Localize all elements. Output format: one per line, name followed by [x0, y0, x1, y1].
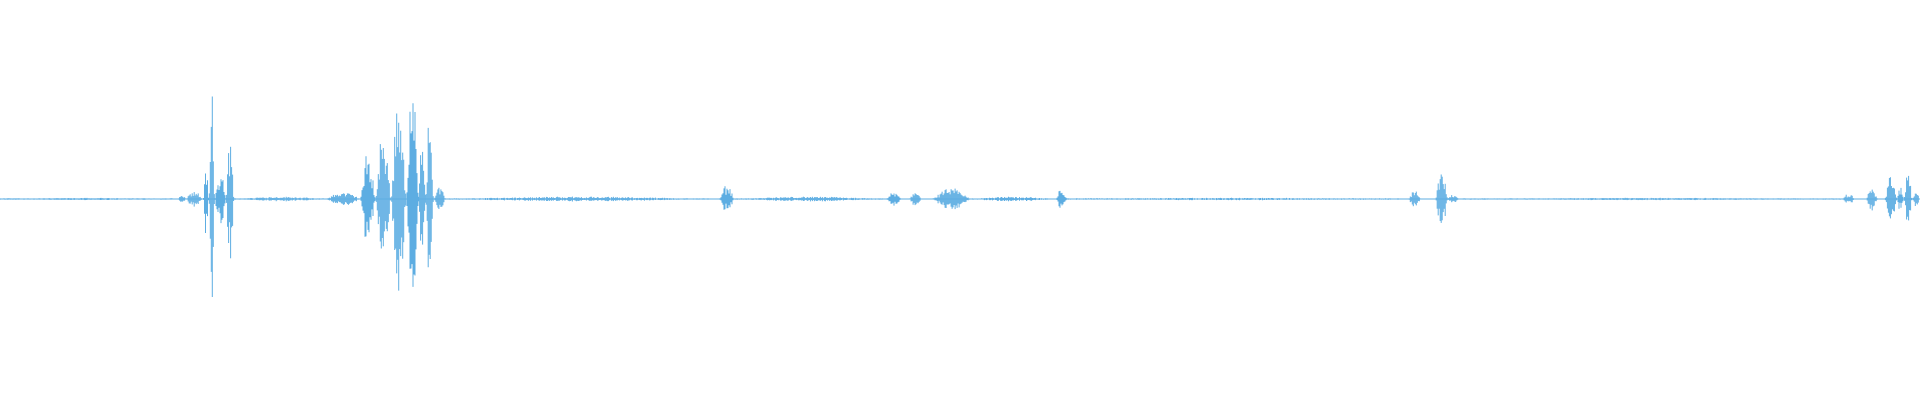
waveform-samples [0, 96, 1919, 297]
